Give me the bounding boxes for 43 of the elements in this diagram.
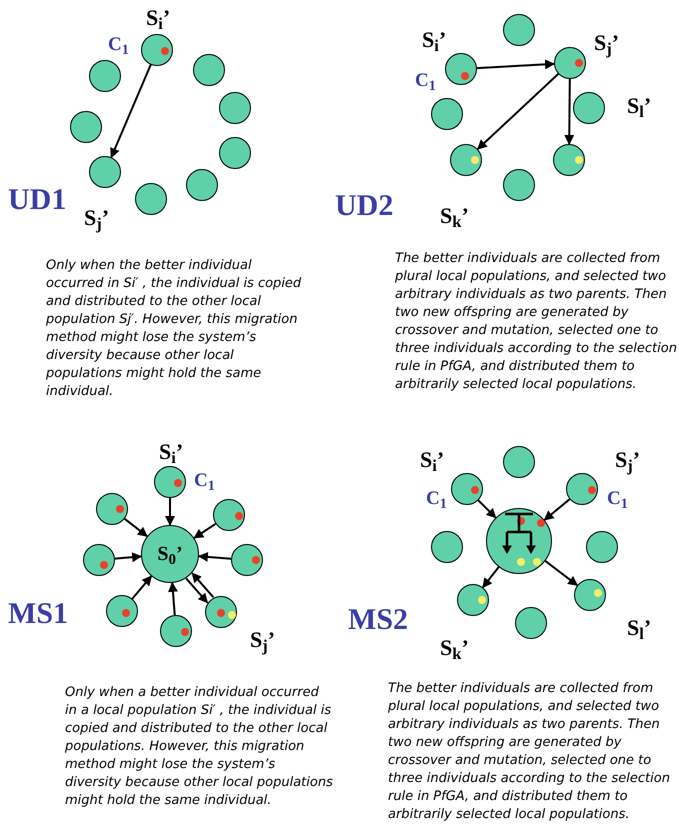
population-label: S$_{i}$’ bbox=[159, 440, 184, 464]
arrow bbox=[193, 523, 216, 539]
individual-label: C$_{1}$ bbox=[607, 488, 628, 510]
population-label: S$_{i}$’ bbox=[422, 28, 446, 52]
arrow bbox=[124, 518, 148, 538]
population-label: S$_{i}$’ bbox=[420, 448, 444, 472]
method-title: MS1 bbox=[8, 598, 68, 630]
description-text: The better individuals are collected from plural local populations, and selected two arbitrary individuals as two parents. Then two new offspring are generated by crossover and mutation, selected one to three individuals according to the selection rule in PfGA, and distributed them to arbitrarily selected local populations. bbox=[395, 250, 678, 394]
arrow bbox=[114, 552, 142, 562]
arrow bbox=[482, 566, 500, 588]
method-title: UD1 bbox=[8, 184, 66, 216]
arrow bbox=[168, 582, 178, 616]
population-label: S$_{j}$’ bbox=[615, 448, 640, 472]
description-text: Only when the better individual occurred in Si′ , the individual is copied and distributed to the other local population Sj′. However, this migration method might lose the system’s diversity because other local populations might hold the same individual. bbox=[46, 257, 302, 401]
population-label: S$_{k}$’ bbox=[440, 636, 469, 660]
population-label: S$_{i}$’ bbox=[146, 6, 170, 30]
method-title: UD2 bbox=[335, 190, 394, 222]
population-label: S$_{k}$’ bbox=[440, 204, 469, 228]
population-label: S$_{0}$’ bbox=[157, 543, 183, 565]
individual-label: C$_{1}$ bbox=[108, 34, 129, 56]
population-label: S$_{j}$’ bbox=[250, 628, 276, 652]
arrow bbox=[132, 575, 152, 600]
arrow bbox=[476, 59, 556, 70]
arrow bbox=[165, 498, 175, 526]
method-title: MS2 bbox=[348, 604, 408, 636]
individual-label: C$_{1}$ bbox=[194, 470, 215, 492]
arrow bbox=[198, 552, 232, 562]
population-label: S$_{l}$’ bbox=[627, 616, 652, 640]
population-label: S$_{j}$’ bbox=[84, 206, 110, 230]
individual-label: C$_{1}$ bbox=[426, 488, 447, 510]
description-text: Only when a better individual occurred in a local population Si′ , the individual is copied and distributed to the other local populations. However, this migration method might lose the system’s diversity because other local populations might hold the same individual. bbox=[65, 684, 333, 810]
description-text: The better individuals are collected from plural local populations, and selected two arbitrary individuals as two parents. Then two new offspring are generated by crossover and mutation, selected one to three individuals according to the selection rule in PfGA, and distributed them to arbitrarily selected local populations. bbox=[388, 680, 671, 824]
arrow bbox=[191, 572, 214, 598]
arrow bbox=[544, 498, 570, 521]
individual-label: C$_{1}$ bbox=[415, 70, 436, 92]
population-label: S$_{j}$’ bbox=[594, 31, 620, 55]
arrow bbox=[544, 560, 578, 586]
arrow bbox=[476, 73, 559, 150]
arrow bbox=[478, 500, 496, 518]
arrow bbox=[564, 78, 574, 145]
population-label: S$_{l}$’ bbox=[627, 94, 652, 118]
arrow bbox=[110, 64, 152, 158]
arrow bbox=[185, 578, 208, 604]
